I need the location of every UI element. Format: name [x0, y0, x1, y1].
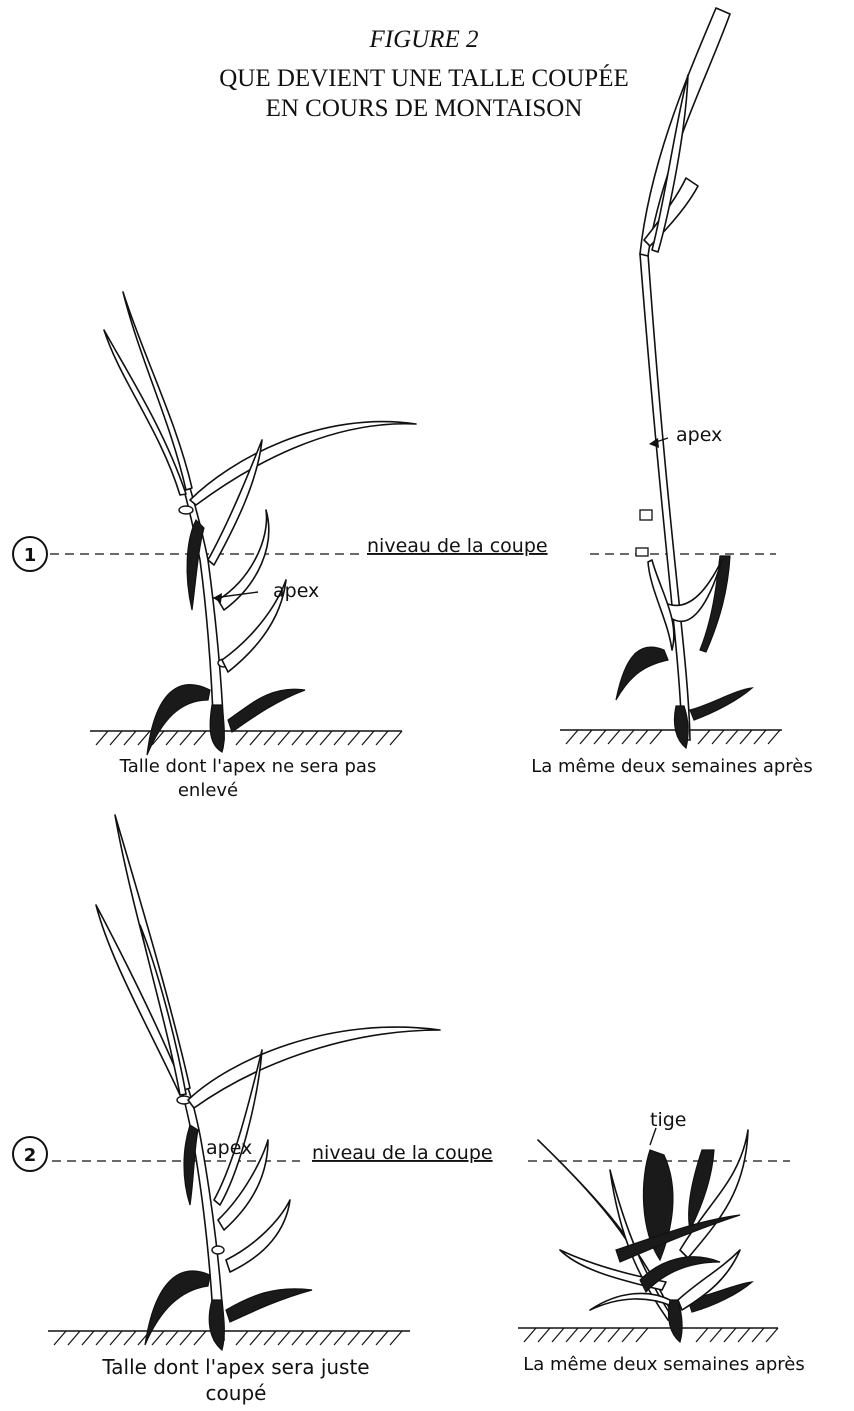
- panel-2-number: 2: [13, 1137, 47, 1171]
- cut-level-label-2: niveau de la coupe: [312, 1142, 493, 1164]
- caption-2-right: La même deux semaines après: [523, 1354, 805, 1375]
- plant-2-left: apex Talle dont l'apex sera juste coupé: [48, 815, 440, 1405]
- caption-1-left-line1: Talle dont l'apex ne sera pas: [119, 756, 377, 777]
- apex-label-1-right: apex: [676, 424, 722, 446]
- ground-hatch-2-left: [54, 1331, 402, 1345]
- plant-2-right: tige La même deux semaines après: [518, 1109, 805, 1375]
- figure-label: FIGURE 2: [369, 26, 479, 53]
- caption-1-left-line2: enlevé: [178, 780, 238, 801]
- panel-2: 2 niveau de la coupe: [13, 815, 805, 1405]
- figure-title-line2: EN COURS DE MONTAISON: [266, 95, 583, 122]
- caption-2-left-line2: coupé: [206, 1381, 267, 1405]
- panel-1: 1 niveau de la coupe: [13, 8, 813, 801]
- panel-1-number-text: 1: [24, 545, 37, 566]
- tige-label-2-right: tige: [650, 1109, 686, 1131]
- figure-title-line1: QUE DEVIENT UNE TALLE COUPÉE: [219, 64, 629, 92]
- ground-hatch-1-left: [96, 731, 402, 745]
- ground-hatch-1-right: [566, 730, 780, 744]
- caption-1-right: La même deux semaines après: [531, 756, 813, 777]
- apex-label-2-left: apex: [206, 1137, 252, 1159]
- cut-level-label-1: niveau de la coupe: [367, 535, 548, 557]
- plant-1-right: apex La même deux semaines après: [531, 8, 813, 777]
- caption-2-left-line1: Talle dont l'apex sera juste: [101, 1355, 369, 1379]
- ground-hatch-2-right: [524, 1328, 778, 1342]
- apex-label-1-left: apex: [273, 580, 319, 602]
- panel-1-number: 1: [13, 537, 47, 571]
- panel-2-number-text: 2: [24, 1145, 37, 1166]
